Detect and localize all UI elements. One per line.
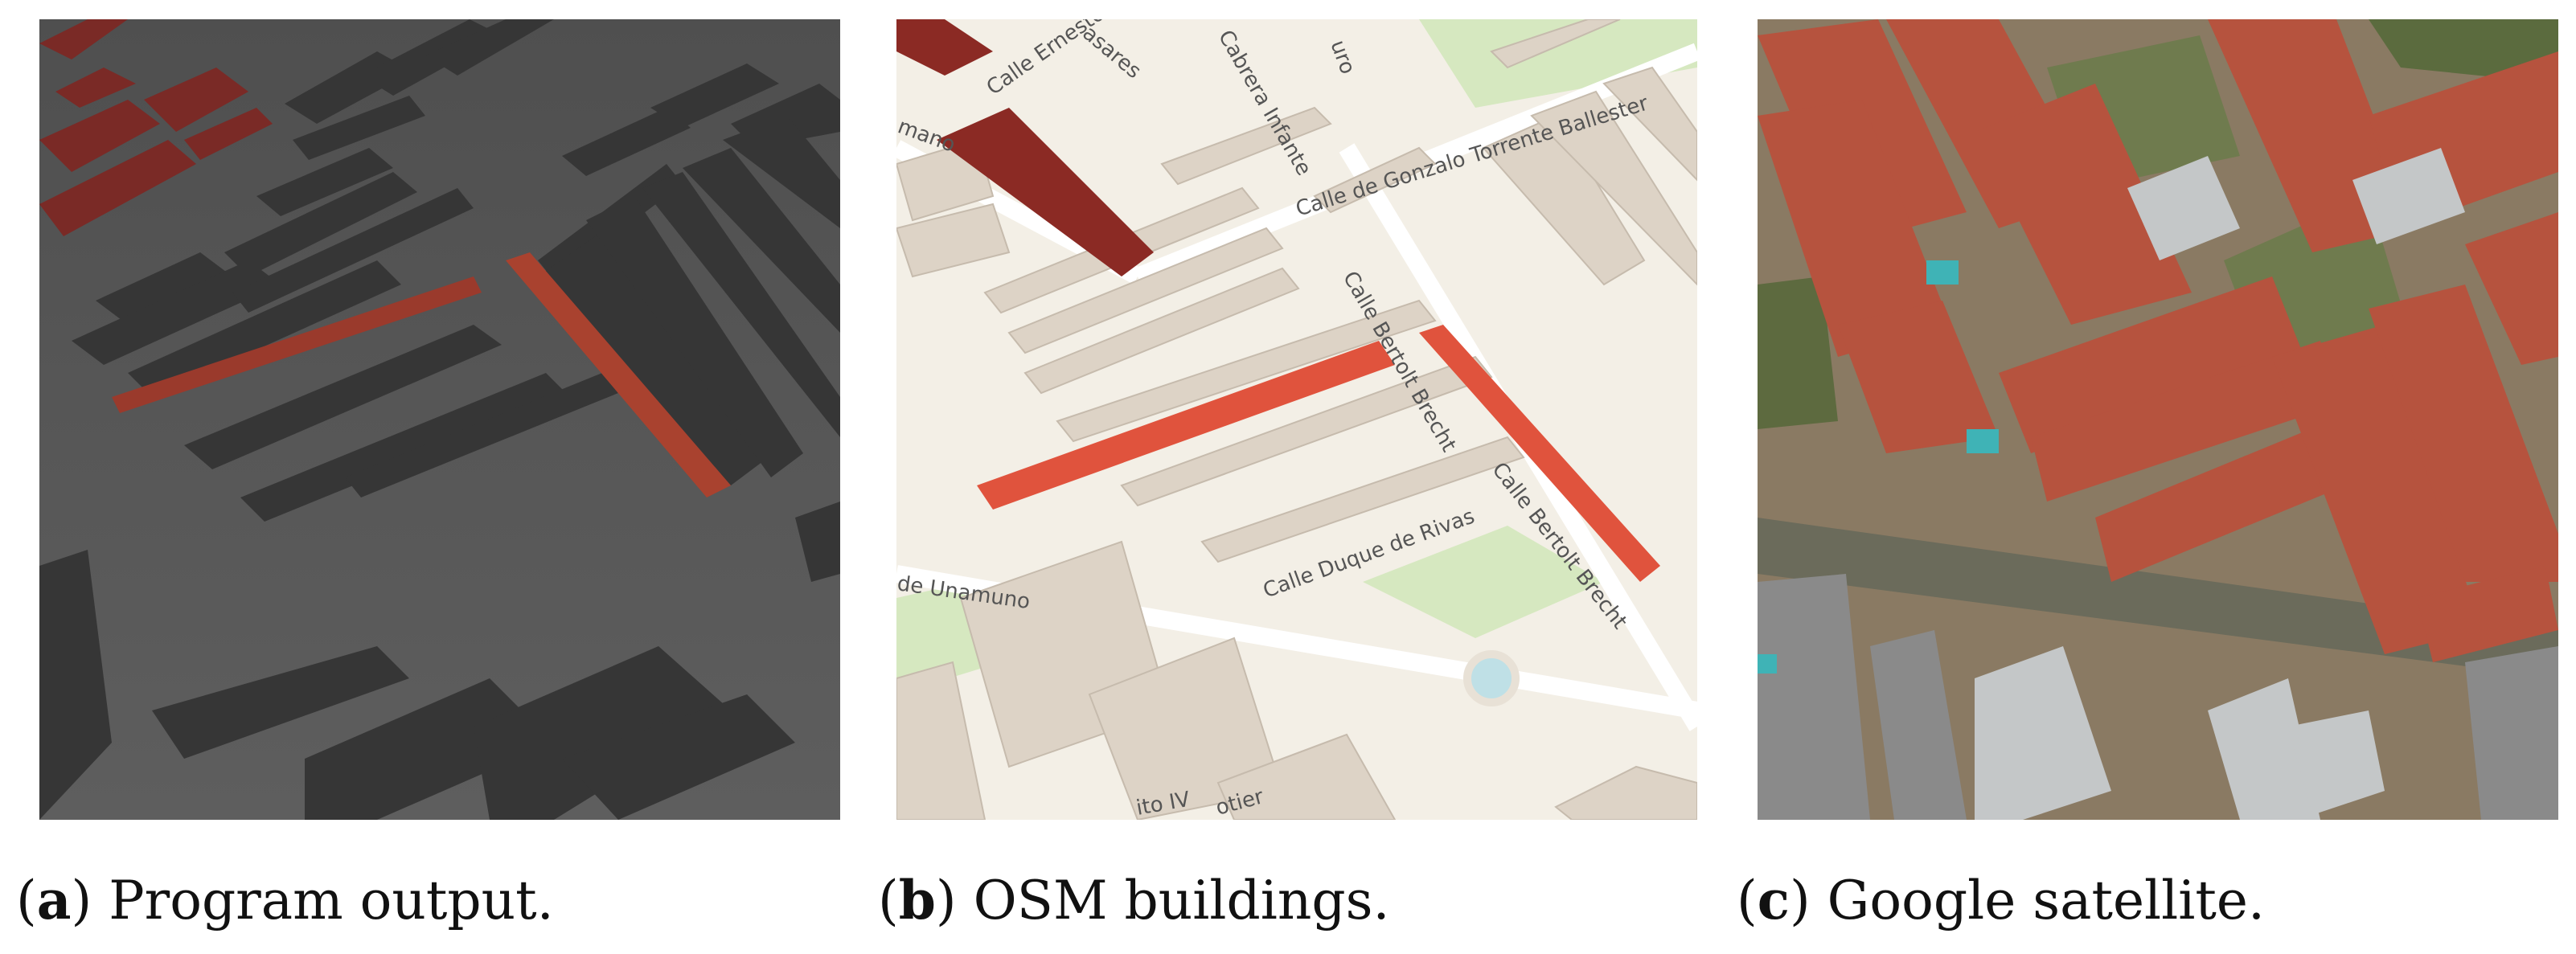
highlighted-osm-building-1 <box>977 341 1395 510</box>
highlighted-building-strip-2 <box>506 252 731 497</box>
program-output-render <box>39 19 840 820</box>
highlighted-buildings-top-left <box>39 19 273 236</box>
caption-c: (c) Google satellite. <box>1737 869 2265 931</box>
highlighted-osm-building-2 <box>1419 325 1660 582</box>
highlighted-building-strip-1 <box>112 276 482 413</box>
program-output-panel <box>39 19 840 820</box>
osm-buildings-panel: Calle de Gonzalo Torrente Ballester Call… <box>896 19 1697 820</box>
roundabout-fountain <box>1463 650 1520 706</box>
caption-c-letter: c <box>1757 869 1790 931</box>
park-area <box>1363 526 1604 638</box>
caption-b-text: ) OSM buildings. <box>935 870 1390 931</box>
park-area <box>1419 19 1697 108</box>
highlighted-osm-building-3 <box>937 108 1154 276</box>
caption-a: (a) Program output. <box>16 869 554 931</box>
highlighted-osm-building-4 <box>896 19 993 76</box>
osm-map: Calle de Gonzalo Torrente Ballester Call… <box>896 19 1697 820</box>
caption-b: (b) OSM buildings. <box>878 869 1390 931</box>
caption-a-letter: a <box>36 869 72 931</box>
caption-b-letter: b <box>898 869 936 931</box>
caption-c-text: ) Google satellite. <box>1789 870 2265 931</box>
caption-a-text: ) Program output. <box>71 870 554 931</box>
satellite-image <box>1758 19 2558 820</box>
satellite-panel <box>1758 19 2558 820</box>
